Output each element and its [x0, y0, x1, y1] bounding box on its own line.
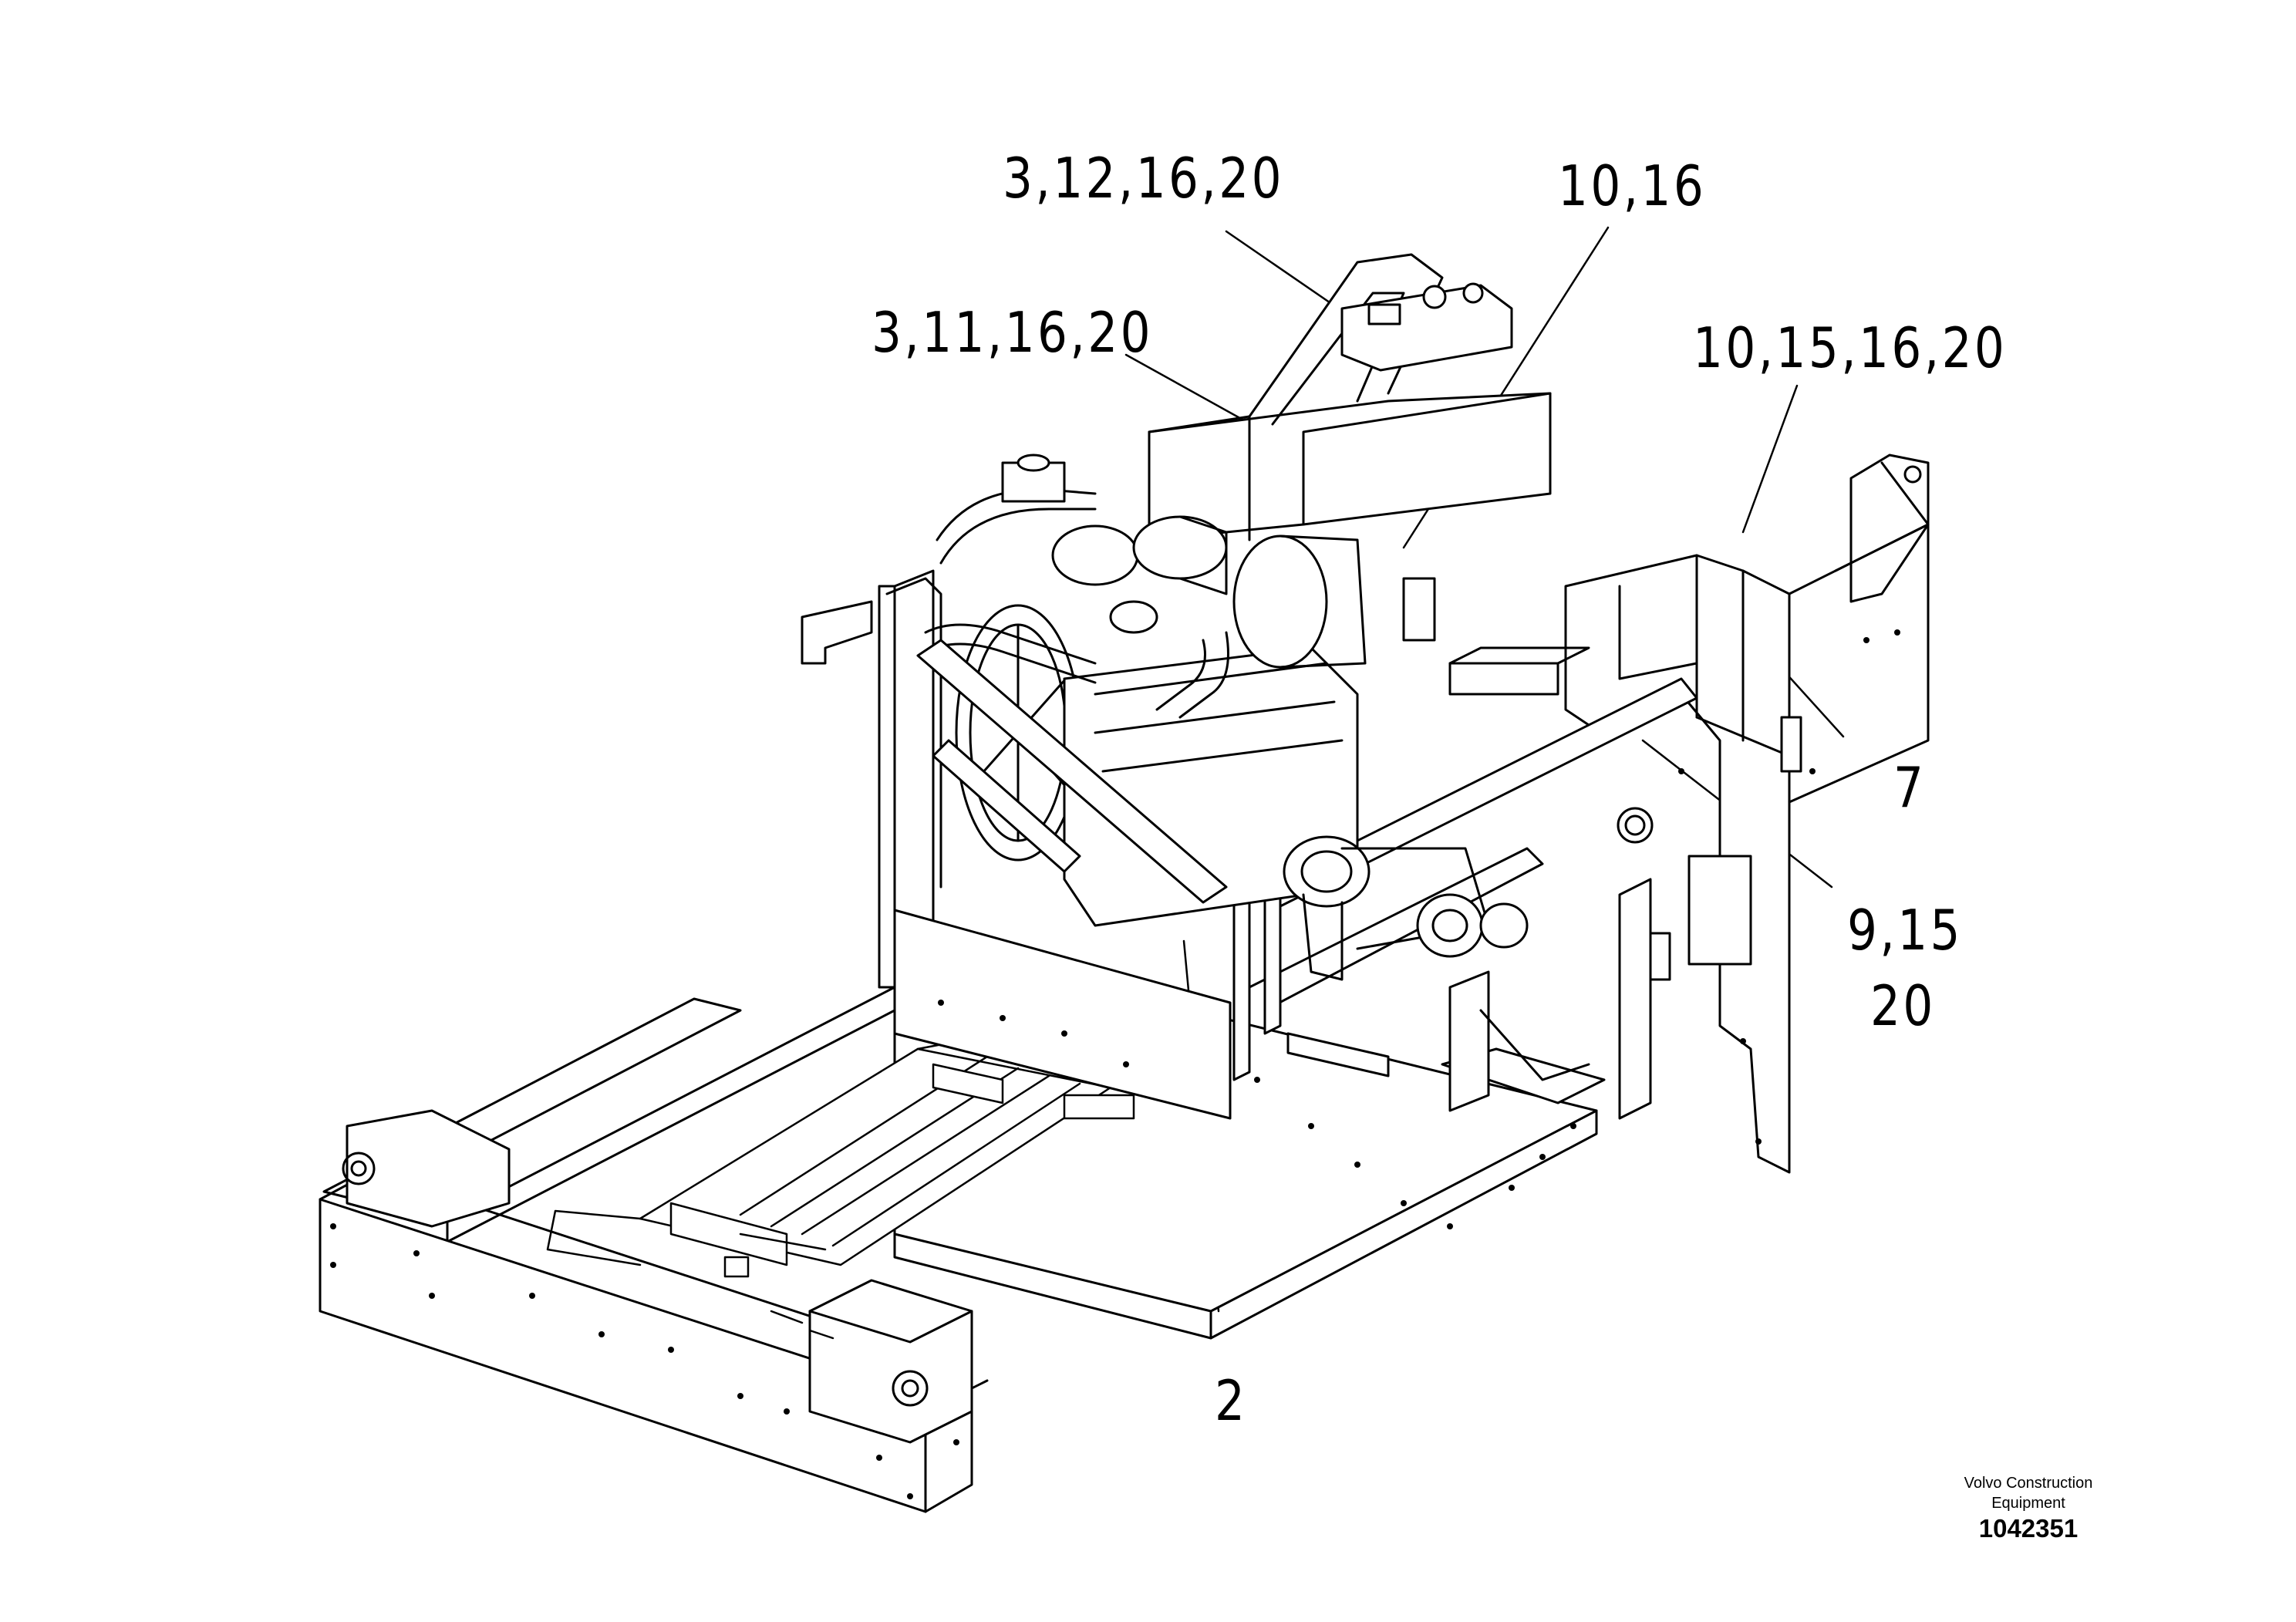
rear-frame — [878, 253, 1930, 1174]
brand-name: Volvo Construction Equipment — [1913, 1473, 2144, 1513]
bolt-holes — [330, 629, 1900, 1499]
engine-assembly — [801, 454, 1590, 981]
callout-label: 20 — [1870, 973, 1936, 1038]
brand-line-2: Equipment — [1991, 1495, 2065, 1512]
callout-label: 7 — [1893, 755, 1927, 820]
brand-line-1: Volvo Construction — [1964, 1475, 2093, 1492]
callout-label: 3,11,16,20 — [872, 300, 1153, 365]
drawing-number: 1042351 — [1978, 1514, 2079, 1543]
front-cross-beam — [319, 1109, 989, 1513]
callout-label: 2 — [1215, 1368, 1248, 1433]
callout-label: 10,15,16,20 — [1693, 315, 2008, 380]
callout-label: 10,16 — [1558, 153, 1707, 218]
callout-label: 9,15 — [1847, 898, 1963, 963]
callout-label: 3,12,16,20 — [1003, 146, 1284, 211]
